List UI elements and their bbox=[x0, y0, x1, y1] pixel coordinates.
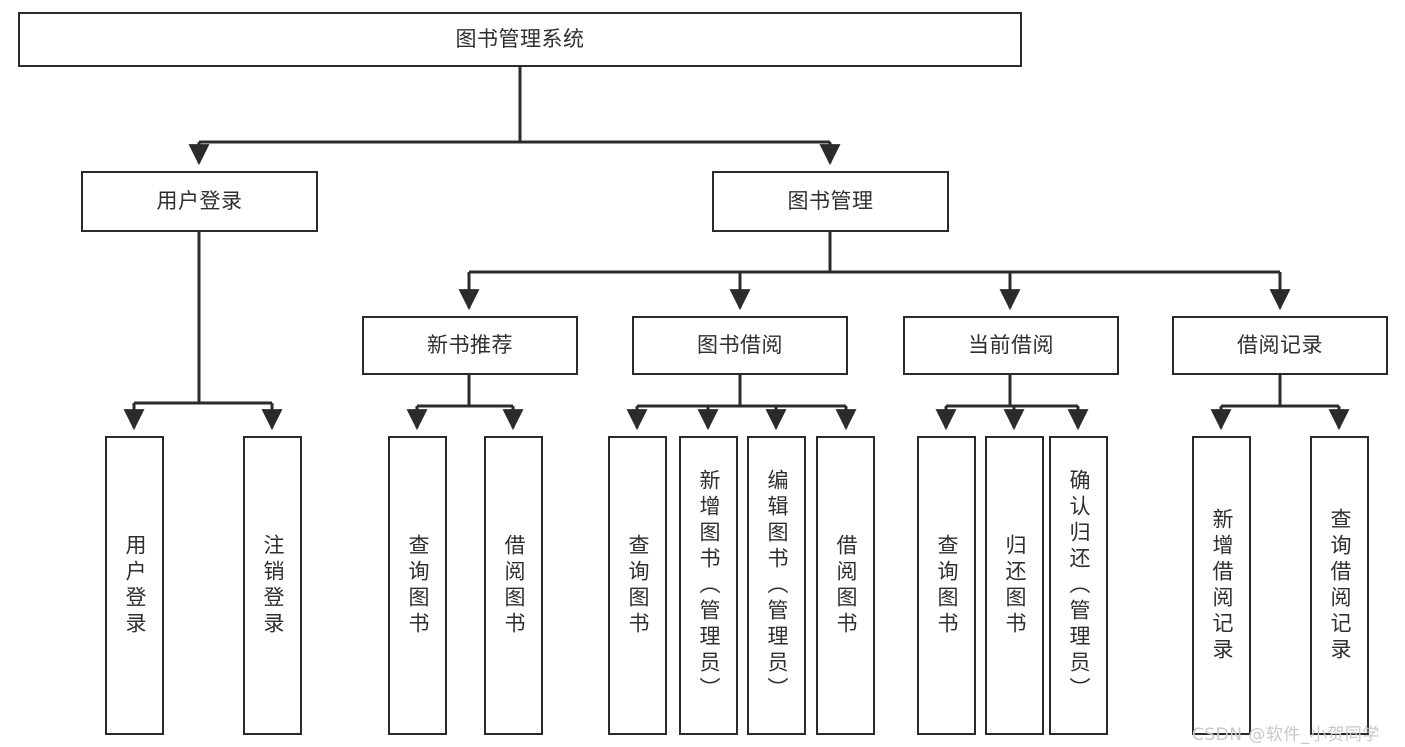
node-label: 借阅图书 bbox=[834, 533, 858, 638]
node-label: 图书借阅 bbox=[697, 333, 783, 358]
node-label: 查询图书 bbox=[935, 533, 959, 638]
node-leaf-query-book-1[interactable]: 查询图书 bbox=[388, 436, 447, 735]
node-label: 借阅图书 bbox=[502, 533, 526, 638]
node-label: 当前借阅 bbox=[968, 333, 1054, 358]
node-label: 确认归还（管理员） bbox=[1067, 468, 1091, 703]
node-root-system[interactable]: 图书管理系统 bbox=[18, 12, 1022, 67]
node-label: 借阅记录 bbox=[1237, 333, 1323, 358]
node-leaf-return-book[interactable]: 归还图书 bbox=[985, 436, 1044, 735]
node-leaf-borrow-book-1[interactable]: 借阅图书 bbox=[484, 436, 543, 735]
node-label: 编辑图书（管理员） bbox=[765, 468, 789, 703]
node-label: 查询图书 bbox=[626, 533, 650, 638]
node-leaf-add-borrow-record[interactable]: 新增借阅记录 bbox=[1192, 436, 1251, 735]
node-label: 查询图书 bbox=[406, 533, 430, 638]
node-leaf-query-borrow-record[interactable]: 查询借阅记录 bbox=[1310, 436, 1369, 735]
node-label: 新增图书（管理员） bbox=[697, 468, 721, 703]
node-book-borrow[interactable]: 图书借阅 bbox=[632, 316, 848, 375]
node-borrow-record[interactable]: 借阅记录 bbox=[1172, 316, 1388, 375]
node-leaf-add-book-admin[interactable]: 新增图书（管理员） bbox=[679, 436, 738, 735]
node-label: 新增借阅记录 bbox=[1210, 507, 1234, 664]
node-label: 注销登录 bbox=[261, 533, 285, 638]
node-current-borrow[interactable]: 当前借阅 bbox=[903, 316, 1119, 375]
node-label: 图书管理 bbox=[787, 189, 874, 214]
node-label: 归还图书 bbox=[1003, 533, 1027, 638]
node-leaf-edit-book-admin[interactable]: 编辑图书（管理员） bbox=[747, 436, 806, 735]
node-label: 图书管理系统 bbox=[455, 27, 585, 52]
node-new-book-recommend[interactable]: 新书推荐 bbox=[362, 316, 578, 375]
node-label: 用户登录 bbox=[156, 189, 243, 214]
node-user-login[interactable]: 用户登录 bbox=[81, 171, 318, 232]
node-leaf-user-login[interactable]: 用户登录 bbox=[105, 436, 164, 735]
node-leaf-borrow-book-2[interactable]: 借阅图书 bbox=[816, 436, 875, 735]
node-leaf-query-book-3[interactable]: 查询图书 bbox=[917, 436, 976, 735]
node-leaf-query-book-2[interactable]: 查询图书 bbox=[608, 436, 667, 735]
csdn-watermark: CSDN @软件_小贺同学 bbox=[1192, 725, 1380, 745]
node-book-manage[interactable]: 图书管理 bbox=[712, 171, 949, 232]
node-leaf-user-logout[interactable]: 注销登录 bbox=[243, 436, 302, 735]
node-label: 用户登录 bbox=[123, 533, 147, 638]
node-leaf-confirm-return-admin[interactable]: 确认归还（管理员） bbox=[1049, 436, 1108, 735]
node-label: 新书推荐 bbox=[427, 333, 513, 358]
node-label: 查询借阅记录 bbox=[1328, 507, 1352, 664]
